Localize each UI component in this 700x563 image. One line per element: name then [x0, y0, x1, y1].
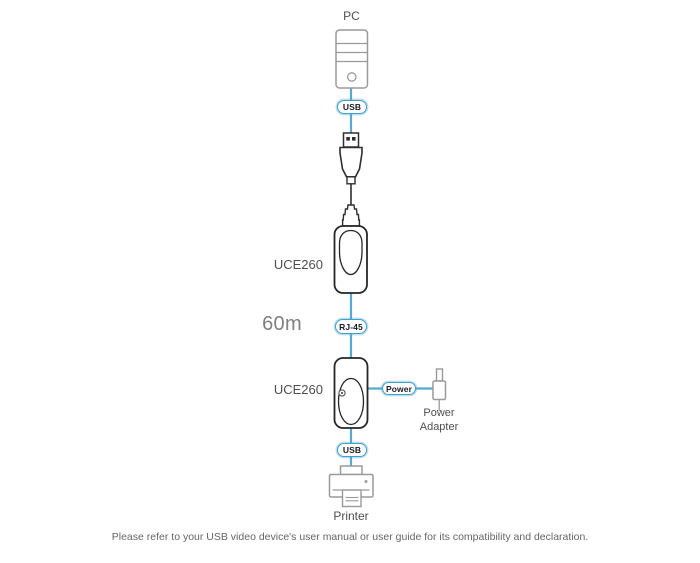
cable-distance-label: 60m — [262, 313, 302, 335]
usb-badge-top: USB — [337, 100, 367, 114]
pc-label: PC — [343, 9, 360, 23]
extender-bottom-label: UCE260 — [273, 382, 323, 397]
usb-badge-bottom: USB — [337, 443, 367, 457]
power-adapter-label: Power Adapter — [419, 407, 459, 434]
printer-label: Printer — [333, 509, 369, 523]
rj45-badge: RJ-45 — [335, 319, 367, 334]
extender-top-label: UCE260 — [273, 257, 323, 272]
printer-icon — [328, 465, 374, 508]
pc-tower-icon — [335, 29, 369, 89]
extender-top-icon — [333, 225, 368, 294]
compatibility-footnote: Please refer to your USB video device's … — [111, 531, 589, 543]
power-badge: Power — [382, 382, 416, 395]
extender-bottom-icon — [333, 357, 369, 429]
usb-plug-icon — [339, 132, 363, 227]
power-plug-icon — [432, 368, 447, 411]
